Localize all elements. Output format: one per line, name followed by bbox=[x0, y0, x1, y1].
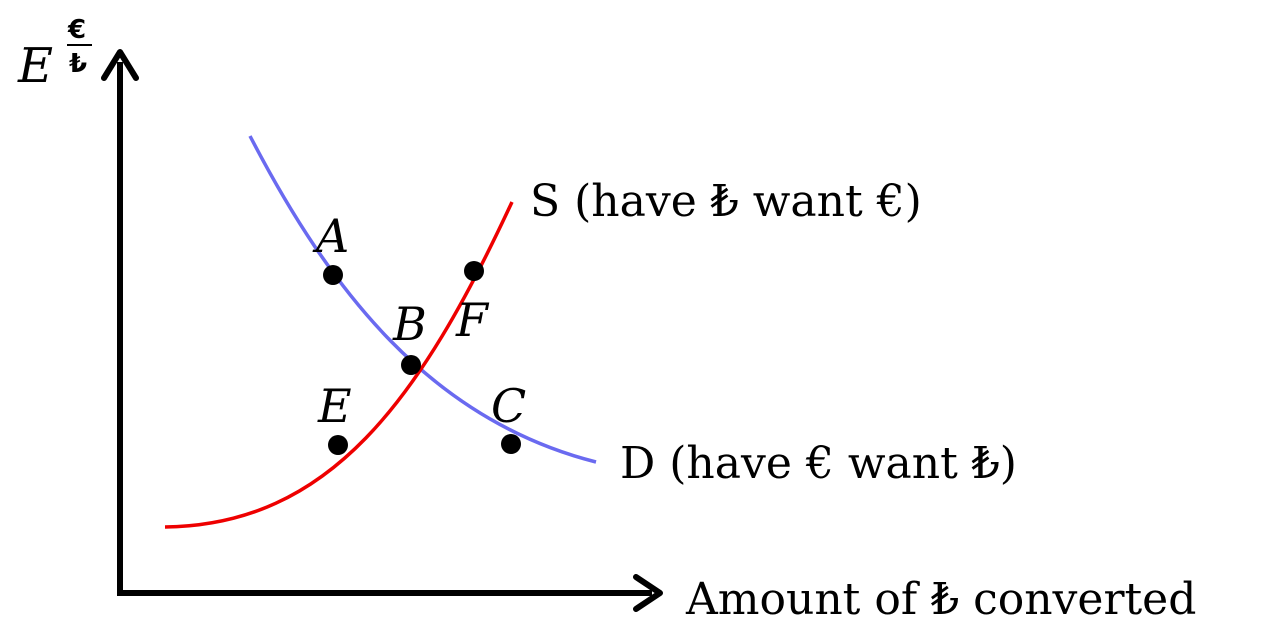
point-c bbox=[501, 434, 521, 454]
point-f-label: F bbox=[455, 293, 490, 347]
x-axis-label: Amount of ₺ converted bbox=[685, 574, 1196, 625]
demand-curve-label: D (have € want ₺) bbox=[620, 438, 1017, 489]
point-e bbox=[328, 435, 348, 455]
y-axis-fraction-denominator: ₺ bbox=[69, 49, 87, 79]
point-a-label: A bbox=[312, 209, 349, 263]
point-b bbox=[401, 355, 421, 375]
point-c-label: C bbox=[491, 379, 526, 433]
y-axis-arrowhead bbox=[101, 49, 139, 81]
point-e-label: E bbox=[317, 379, 352, 433]
demand-curve bbox=[248, 135, 597, 464]
point-a bbox=[323, 265, 343, 285]
x-axis-arrowhead bbox=[633, 574, 663, 612]
y-axis-fraction-numerator: € bbox=[67, 15, 86, 45]
supply-curve-label: S (have ₺ want €) bbox=[530, 176, 922, 227]
point-f bbox=[464, 261, 484, 281]
point-b-label: B bbox=[392, 297, 427, 351]
y-axis-symbol: E bbox=[17, 38, 53, 94]
